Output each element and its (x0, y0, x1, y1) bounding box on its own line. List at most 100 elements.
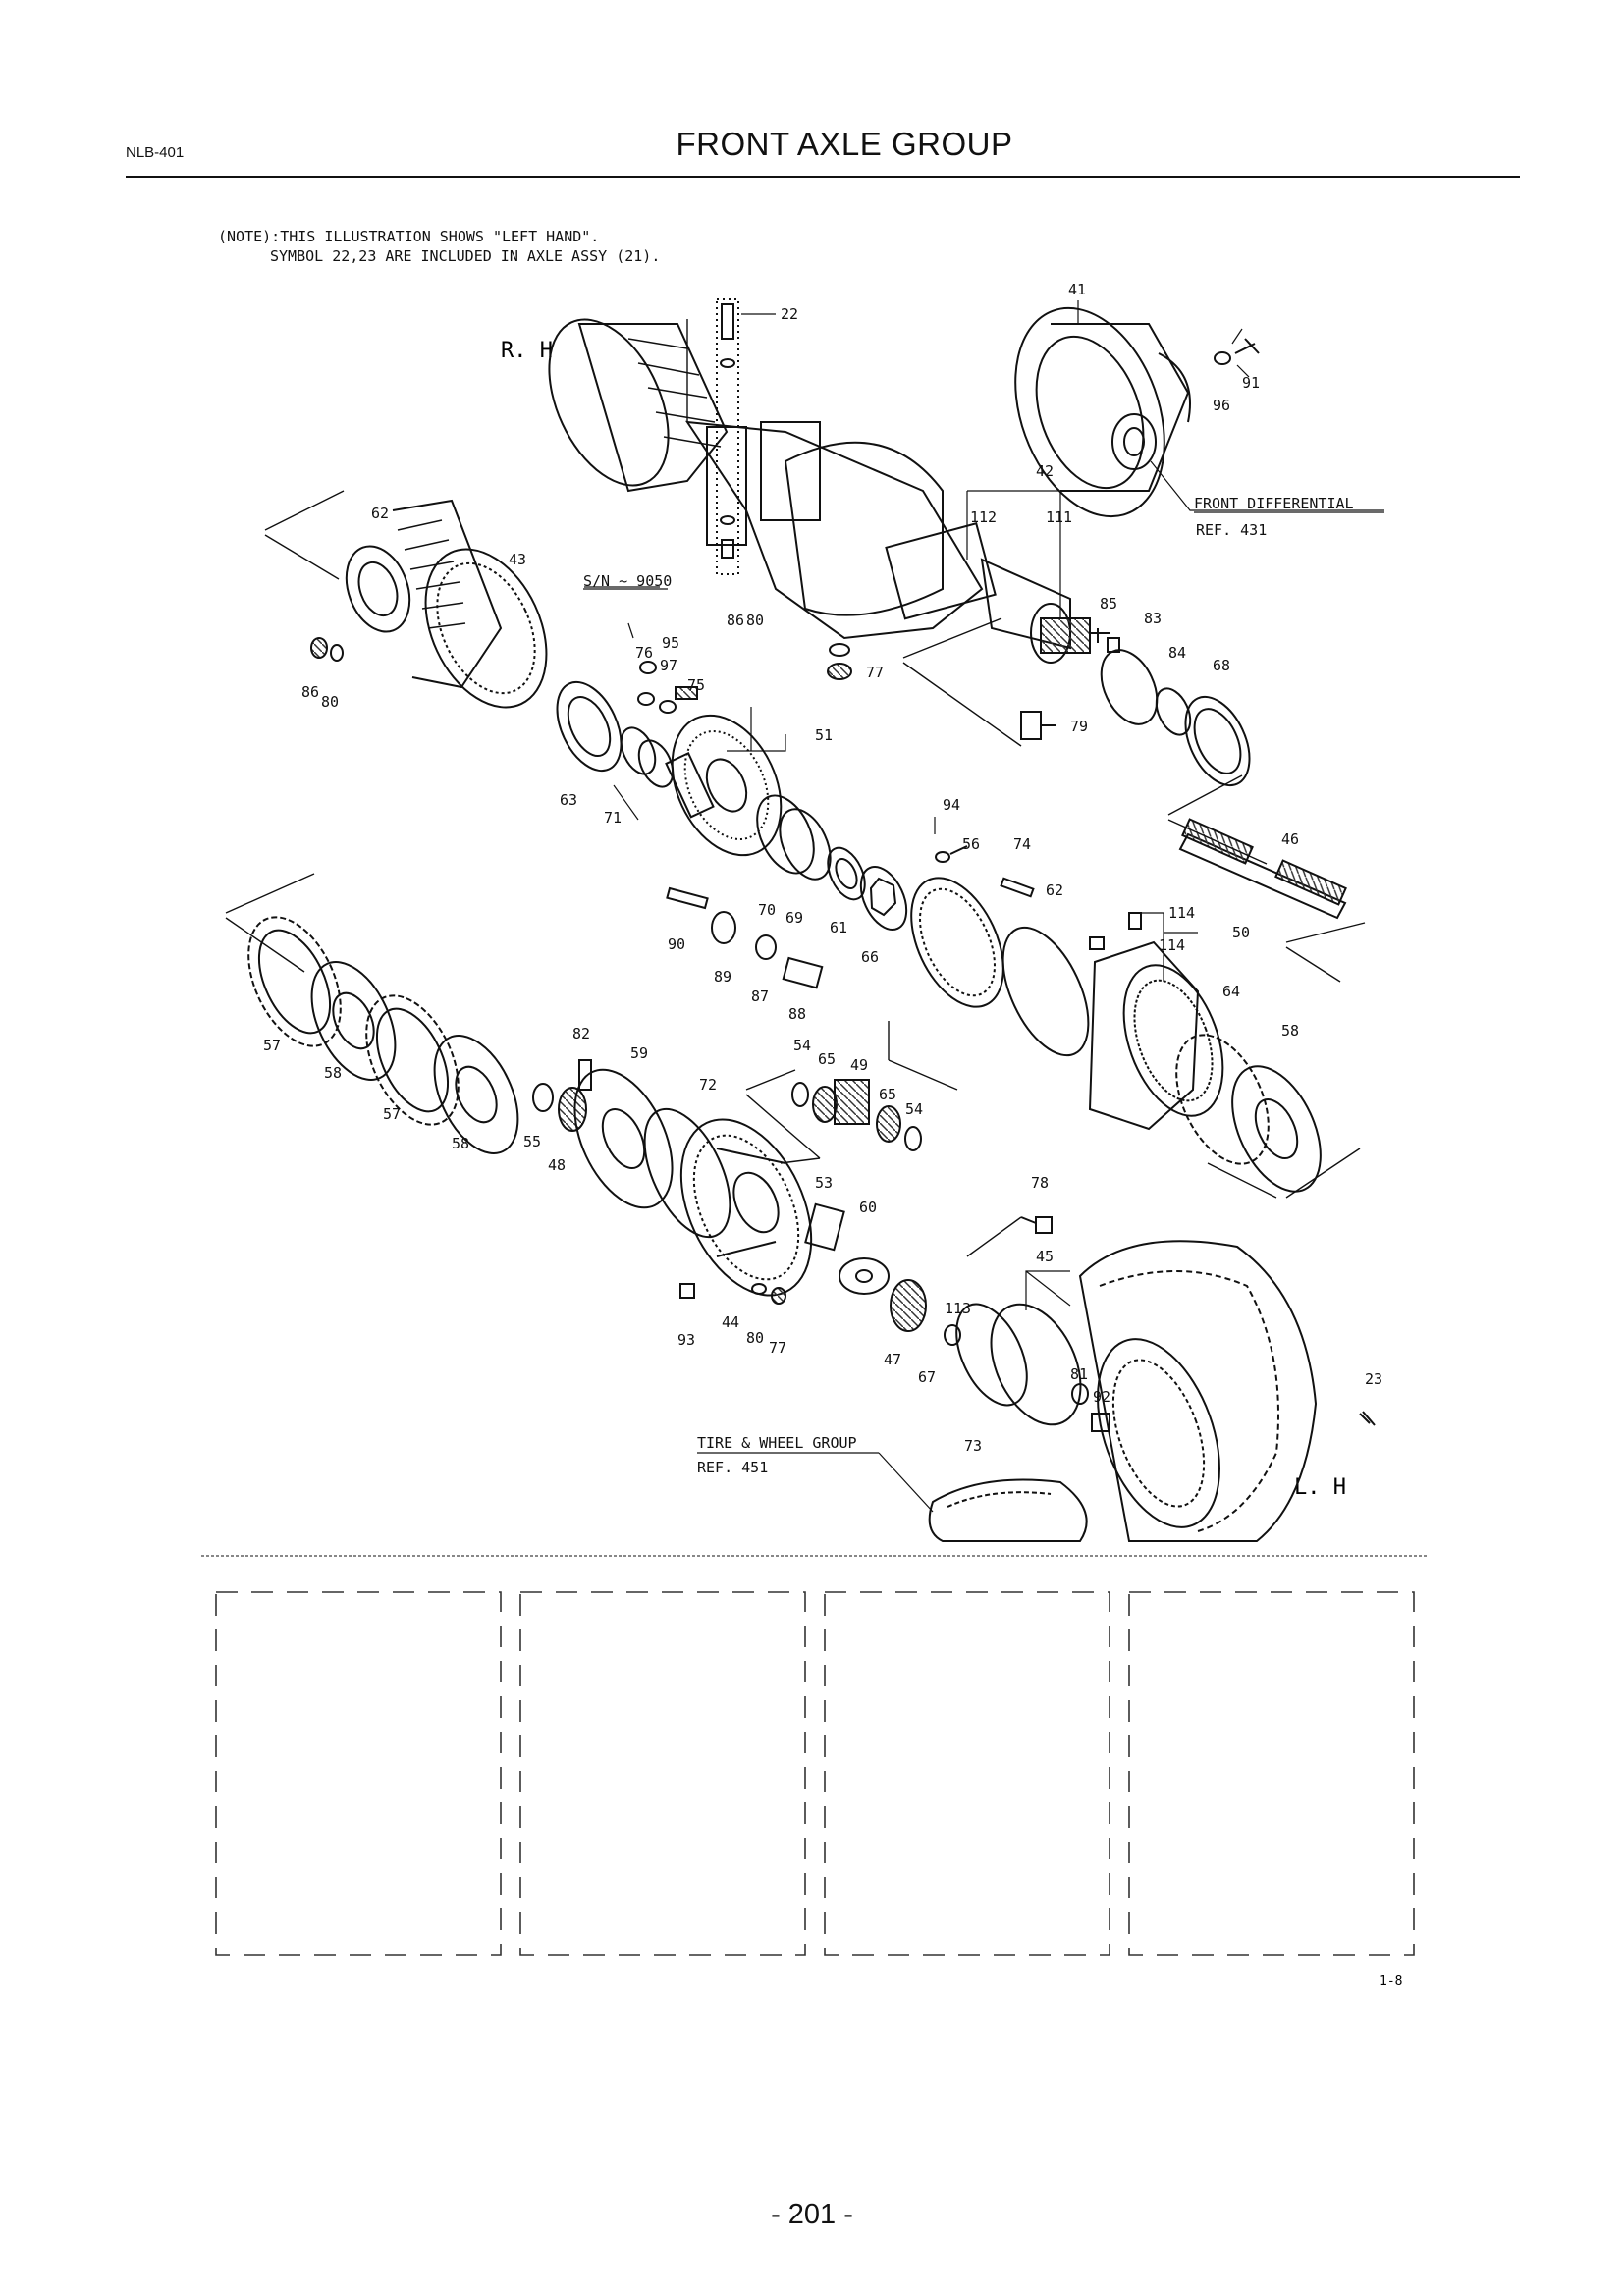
o-rings-71 (620, 726, 675, 788)
callout: 74 (1013, 835, 1031, 853)
callout: 73 (964, 1437, 982, 1455)
callout: 89 (714, 968, 731, 986)
callout: 72 (699, 1076, 717, 1094)
breather-79 (1020, 711, 1056, 740)
callout: 64 (1222, 983, 1240, 1000)
bearing-seals-right (1100, 637, 1251, 787)
part-callouts: 22 41 91 96 42 112 111 62 43 95 86 80 76… (263, 281, 1382, 1455)
tire-and-wheel (928, 1240, 1376, 1542)
note-box-3 (824, 1591, 1110, 1956)
callout: 97 (660, 657, 677, 674)
callout: 114 (1168, 904, 1195, 922)
o-ring-72 (643, 1107, 731, 1239)
tire-wheel-ref: REF. 451 (697, 1459, 768, 1476)
callout: 65 (818, 1050, 836, 1068)
callout: 62 (371, 505, 389, 522)
callout: 81 (1070, 1365, 1088, 1383)
note-box-2 (519, 1591, 806, 1956)
callout: 79 (1070, 718, 1088, 735)
ring-gear (910, 845, 1004, 1008)
hub-carrier (345, 499, 548, 709)
callout: 50 (1232, 924, 1250, 941)
callout: 46 (1281, 830, 1299, 848)
callout: 58 (1281, 1022, 1299, 1040)
callout: 76 (635, 644, 653, 662)
callout: 88 (788, 1005, 806, 1023)
bearing-63 (556, 680, 623, 773)
callout: 113 (945, 1300, 971, 1317)
callout: 87 (751, 988, 769, 1005)
callout: 23 (1365, 1370, 1382, 1388)
callout: 80 (321, 693, 339, 711)
callout: 69 (785, 909, 803, 927)
callout: 83 (1144, 610, 1162, 627)
callout: 54 (793, 1037, 811, 1054)
sun-gear-group (532, 1059, 674, 1209)
callout: 56 (962, 835, 980, 853)
page-title: FRONT AXLE GROUP (676, 126, 1013, 162)
plug-and-washer (310, 637, 852, 706)
callout: 90 (668, 935, 685, 953)
callout: 48 (548, 1156, 566, 1174)
callout: 77 (866, 664, 884, 681)
callout: 62 (1046, 881, 1063, 899)
callout: 91 (1242, 374, 1260, 392)
callout: 94 (943, 796, 960, 814)
callout: 60 (859, 1199, 877, 1216)
axle-housing (548, 318, 1110, 664)
callout: 45 (1036, 1248, 1054, 1265)
planet-carrier (639, 661, 783, 857)
pins-and-needles (666, 877, 1035, 989)
bolts-bottom (679, 1283, 786, 1305)
callout: 80 (746, 612, 764, 629)
note-box-4 (1128, 1591, 1415, 1956)
callout: 78 (1031, 1174, 1049, 1192)
planet-gear (791, 1079, 922, 1151)
callout: 71 (604, 809, 622, 827)
callout: 44 (722, 1313, 739, 1331)
front-differential-label: FRONT DIFFERENTIAL (1194, 495, 1354, 512)
note-line-2: SYMBOL 22,23 ARE INCLUDED IN AXLE ASSY (… (270, 247, 660, 265)
callout: 43 (509, 551, 526, 568)
front-differential (1014, 306, 1260, 518)
tire-wheel-label: TIRE & WHEEL GROUP (697, 1434, 857, 1452)
callout: 86 (301, 683, 319, 701)
callout: 96 (1213, 397, 1230, 414)
callout: 55 (523, 1133, 541, 1150)
callout: 95 (662, 634, 679, 652)
callout: 68 (1213, 657, 1230, 674)
callout: 111 (1046, 508, 1072, 526)
callout: 57 (383, 1105, 401, 1123)
callout: 112 (970, 508, 997, 526)
snap-ring (1001, 926, 1090, 1057)
hub-bearing-cover (890, 1279, 1110, 1432)
callout: 82 (572, 1025, 590, 1042)
planet-pin (804, 1202, 890, 1295)
callout: 47 (884, 1351, 901, 1368)
callout: 58 (324, 1064, 342, 1082)
callout: 84 (1168, 644, 1186, 662)
callout: 42 (1036, 462, 1054, 480)
callout: 75 (687, 676, 705, 694)
document-code: NLB-401 (126, 144, 185, 161)
callout: 51 (815, 726, 833, 744)
axle-shaft (1178, 818, 1347, 920)
callout: 22 (781, 305, 798, 323)
callout: 80 (746, 1329, 764, 1347)
callout: 61 (830, 919, 847, 936)
callout: 92 (1093, 1388, 1110, 1406)
callout: 77 (769, 1339, 786, 1357)
callout: 65 (879, 1086, 896, 1103)
callout: 86 (727, 612, 744, 629)
callout: 58 (452, 1135, 469, 1152)
callout: 114 (1159, 936, 1185, 954)
note-box-1 (215, 1591, 502, 1956)
blank-note-boxes (215, 1591, 1415, 1956)
sheet-id: 1-8 (1380, 1974, 1402, 1989)
callout: 57 (263, 1037, 281, 1054)
callout: 41 (1068, 281, 1086, 298)
callout: 53 (815, 1174, 833, 1192)
u-bolt-assembly (716, 298, 739, 575)
serial-range: S/N ~ 9050 (583, 572, 672, 590)
